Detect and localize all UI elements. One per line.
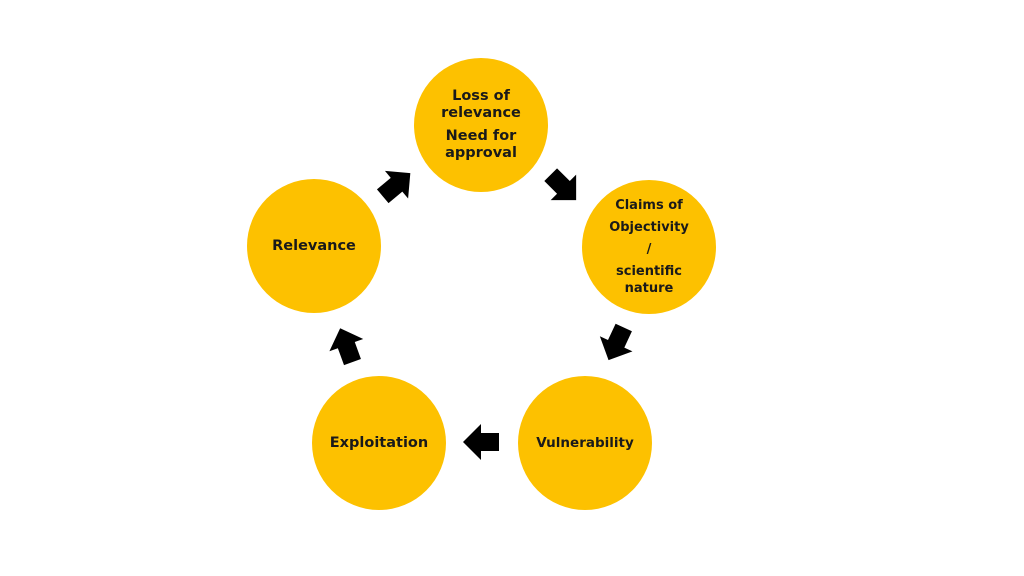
arrow-relevance-to-top	[376, 170, 411, 204]
arrow-top-to-right	[544, 168, 577, 201]
node-vulnerability: Vulnerability	[518, 376, 652, 510]
node-text: Vulnerability	[536, 435, 634, 451]
node-text: Objectivity	[609, 220, 689, 235]
node-text: Loss of	[452, 88, 510, 104]
node-claims-of-objectivity: Claims of Objectivity / scientific natur…	[582, 180, 716, 314]
node-text: approval	[445, 145, 517, 161]
node-text: Claims of	[615, 198, 683, 213]
node-loss-of-relevance: Loss of relevance Need for approval	[414, 58, 548, 192]
arrow-right-to-vulnerability	[599, 323, 633, 361]
node-text: Need for	[445, 128, 517, 144]
arrow-exploitation-to-relevance	[329, 328, 364, 366]
node-relevance: Relevance	[247, 179, 381, 313]
node-text: nature	[624, 281, 674, 296]
node-exploitation: Exploitation	[312, 376, 446, 510]
node-text: relevance	[441, 105, 521, 121]
node-text: scientific	[616, 264, 682, 279]
node-text: Exploitation	[329, 435, 429, 451]
node-text: /	[646, 242, 652, 257]
node-text: Relevance	[272, 238, 356, 254]
arrow-vulnerability-to-exploitation	[463, 424, 499, 460]
